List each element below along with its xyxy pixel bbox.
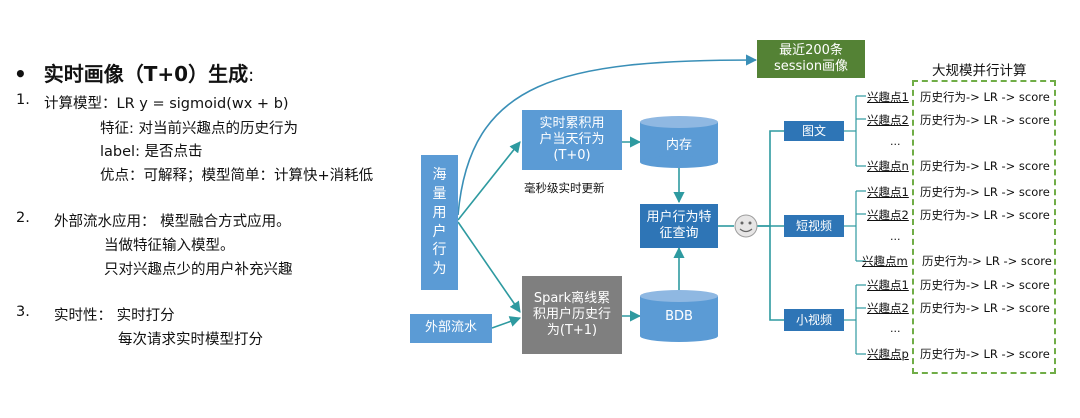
short-video-item-m-label: 兴趣点m: [862, 254, 908, 268]
bdb-label: BDB: [665, 309, 693, 324]
item-1-line-1: 计算模型：LR y = sigmoid(wx + b): [44, 96, 289, 112]
title-text: 实时画像（T+0）生成: [43, 62, 249, 86]
item-1-line-2: 特征: 对当前兴趣点的历史行为: [100, 121, 298, 137]
category-mini-video-label: 小视频: [795, 312, 832, 327]
mini-video-item-2-label: 兴趣点2: [867, 301, 909, 315]
category-mini-video-box: 小视频: [784, 309, 844, 331]
arrow-to-recent-sessions: [457, 54, 758, 216]
ms-update-label: 毫秒级实时更新: [524, 181, 605, 195]
spark-offline-box: Spark离线累积用户历史行为(T+1): [522, 276, 622, 354]
item-1-line-3: label: 是否点击: [100, 144, 203, 160]
smiley-icon: [734, 214, 758, 238]
short-video-item-m-desc: 历史行为-> LR -> score: [922, 254, 1052, 268]
spark-offline-label: Spark离线累积用户历史行为(T+1): [532, 290, 611, 339]
massive-user-behavior-label: 海量用户行为: [432, 166, 447, 278]
feature-query-label: 用户行为特征查询: [646, 209, 712, 241]
arrow-to-realtime: [457, 141, 521, 221]
short-video-item-2-label: 兴趣点2: [867, 208, 909, 222]
parallel-compute-frame: [912, 80, 1056, 374]
realtime-accum-label: 实时累积用户当天行为(T+0): [539, 115, 605, 164]
bracket-tuwen: [844, 95, 866, 167]
external-stream-box: 外部流水: [410, 314, 492, 343]
bracket-short-video: [844, 190, 866, 262]
bullet: •: [14, 62, 27, 86]
category-tuwen-box: 图文: [784, 121, 844, 141]
tuwen-item-1-desc: 历史行为-> LR -> score: [920, 90, 1050, 104]
large-scale-label: 大规模并行计算: [932, 63, 1027, 79]
item-2-line-1: 外部流水应用： 模型融合方式应用。: [54, 214, 291, 230]
memory-label: 内存: [665, 138, 692, 153]
line-smiley-to-tuwen: [757, 130, 784, 227]
bdb-cylinder: BDB: [640, 296, 718, 336]
mini-video-item-ellipsis: ...: [890, 322, 901, 335]
realtime-accum-box: 实时累积用户当天行为(T+0): [522, 110, 622, 170]
tuwen-item-2-label: 兴趣点2: [867, 113, 909, 127]
item-2-line-3: 只对兴趣点少的用户补充兴趣: [104, 262, 293, 278]
short-video-item-1-label: 兴趣点1: [867, 185, 909, 199]
short-video-item-2-desc: 历史行为-> LR -> score: [920, 208, 1050, 222]
tuwen-item-n-label: 兴趣点n: [867, 159, 909, 173]
recent-sessions-box: 最近200条session画像: [757, 40, 865, 78]
title-colon: :: [248, 65, 255, 86]
mini-video-item-2-desc: 历史行为-> LR -> score: [920, 301, 1050, 315]
mini-video-item-1-label: 兴趣点1: [867, 278, 909, 292]
external-stream-label: 外部流水: [424, 320, 477, 336]
mini-video-item-p-label: 兴趣点p: [867, 347, 909, 361]
memory-cylinder-shape: [640, 116, 718, 168]
mini-video-item-p-desc: 历史行为-> LR -> score: [920, 347, 1050, 361]
massive-user-behavior-box: 海量用户行为: [421, 155, 458, 290]
tuwen-item-ellipsis: ...: [890, 135, 901, 148]
category-short-video-box: 短视频: [784, 215, 844, 237]
tuwen-item-n-desc: 历史行为-> LR -> score: [920, 159, 1050, 173]
arrow-to-spark: [457, 221, 521, 313]
item-3-line-2: 每次请求实时模型打分: [118, 332, 263, 348]
bracket-mini-video: [844, 284, 866, 355]
memory-cylinder: 内存: [640, 122, 718, 162]
bdb-cylinder-shape: [640, 290, 718, 342]
tuwen-item-2-desc: 历史行为-> LR -> score: [920, 113, 1050, 127]
item-2-num: 2.: [16, 210, 30, 226]
category-short-video-label: 短视频: [795, 218, 832, 233]
item-1-line-4: 优点：可解释；模型简单：计算快+消耗低: [100, 168, 374, 184]
item-3-num: 3.: [16, 304, 30, 320]
section-title: • 实时画像（T+0）生成:: [14, 58, 254, 87]
feature-query-box: 用户行为特征查询: [640, 204, 718, 248]
item-3-line-1: 实时性： 实时打分: [54, 308, 175, 324]
mini-video-item-1-desc: 历史行为-> LR -> score: [920, 278, 1050, 292]
item-1-num: 1.: [16, 92, 30, 108]
short-video-item-1-desc: 历史行为-> LR -> score: [920, 185, 1050, 199]
short-video-item-ellipsis: ...: [890, 230, 901, 243]
line-smiley-to-mini-video: [769, 226, 784, 321]
tuwen-item-1-label: 兴趣点1: [867, 90, 909, 104]
item-2-line-2: 当做特征输入模型。: [104, 238, 235, 254]
recent-sessions-label: 最近200条session画像: [773, 42, 849, 74]
arrow-external-to-spark: [491, 316, 522, 329]
category-tuwen-label: 图文: [801, 123, 826, 138]
